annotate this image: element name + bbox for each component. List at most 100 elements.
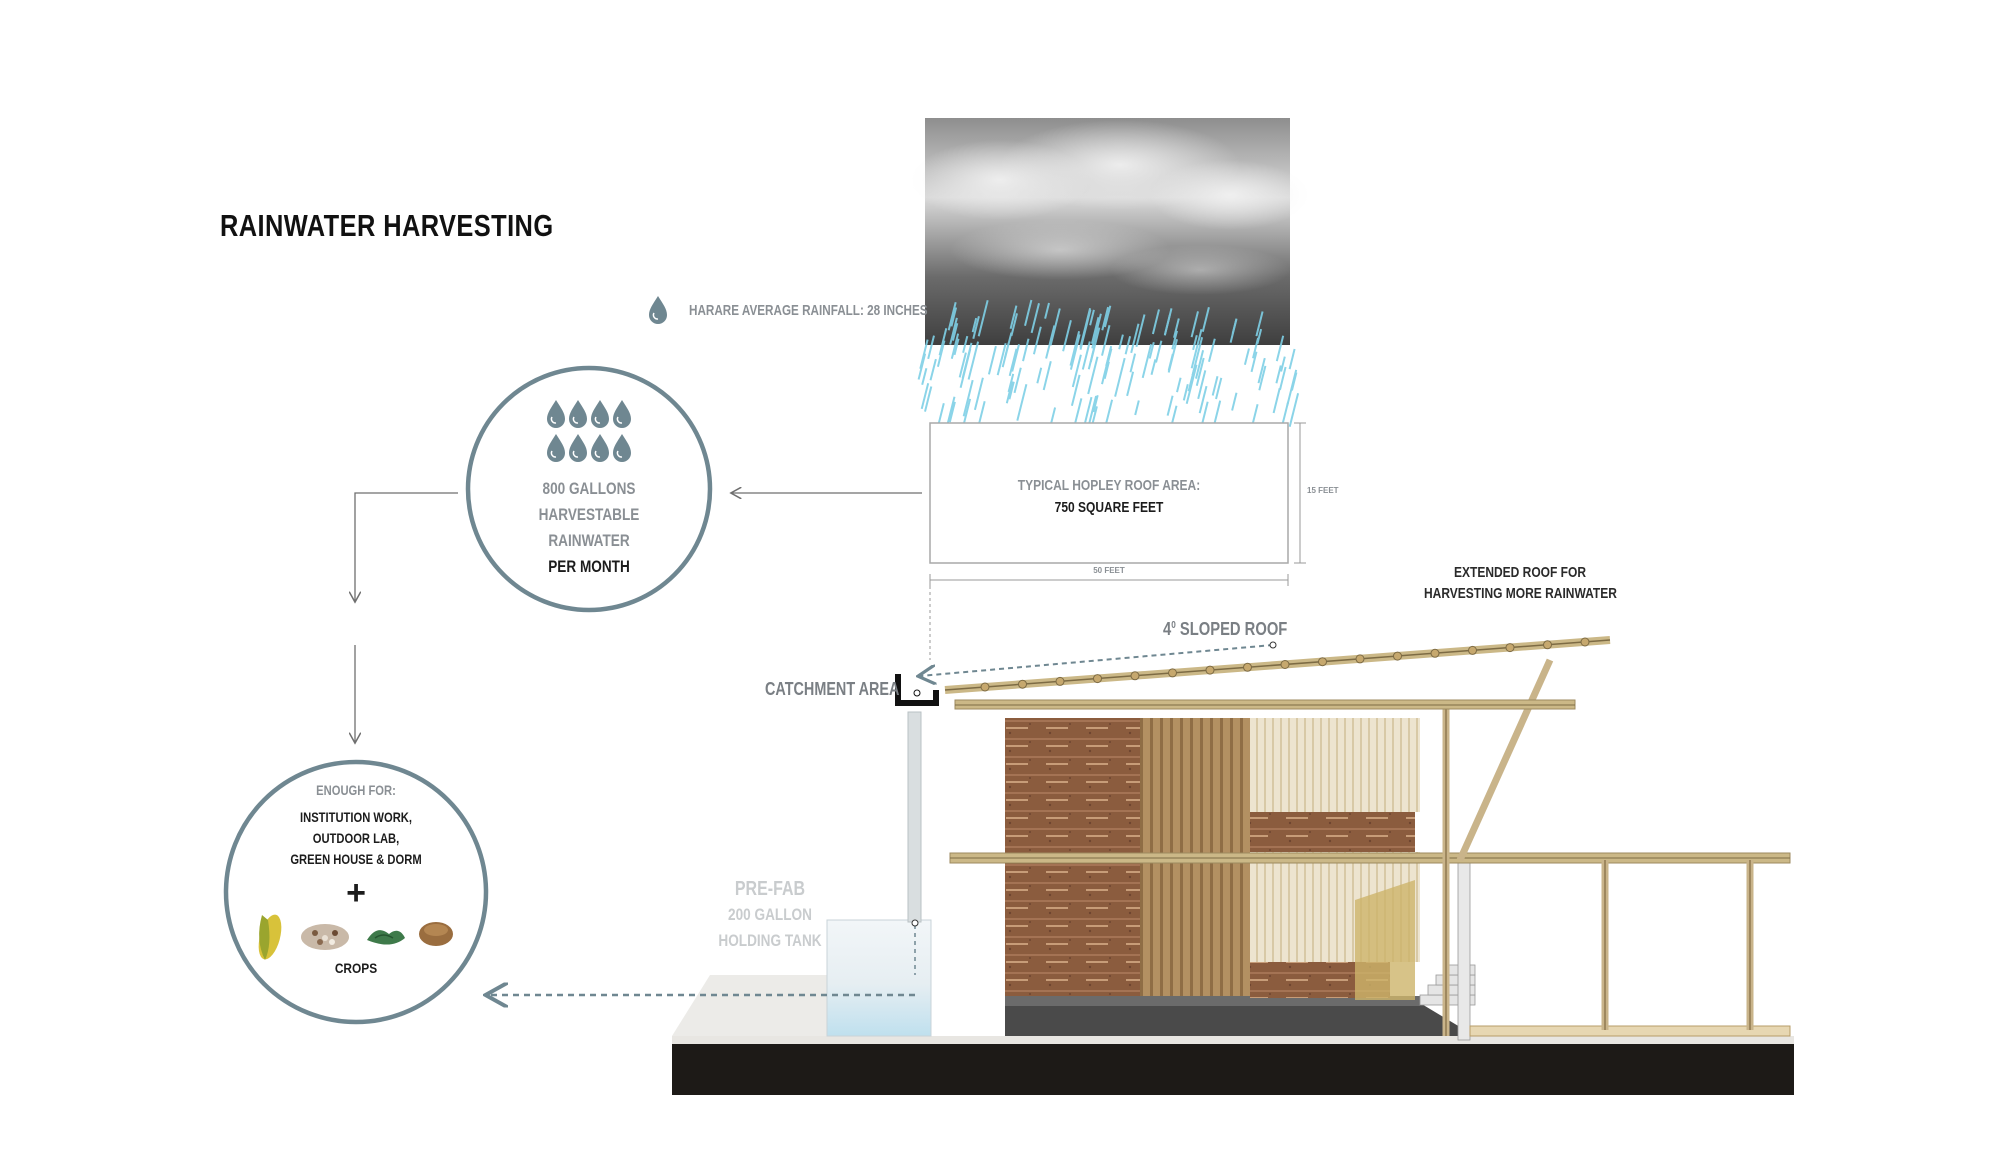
rain-streak — [958, 352, 967, 378]
rain-streak — [1163, 314, 1171, 336]
rain-streak — [1129, 353, 1137, 373]
rain-streak — [1275, 335, 1285, 362]
rain-streak — [1062, 319, 1072, 352]
harvest-line-1: 800 GALLONS — [542, 479, 636, 498]
rain-streak — [1118, 334, 1124, 350]
slope-degree: 4 — [1163, 619, 1172, 639]
rain-streak — [951, 322, 959, 341]
tank-line-3: HOLDING TANK — [718, 931, 822, 950]
rain-streak — [1009, 305, 1018, 330]
rain-streak — [1024, 299, 1033, 326]
rain-streak — [1022, 338, 1030, 362]
fabric-curtain-upper — [1250, 718, 1420, 812]
rain-streak — [1288, 393, 1300, 428]
extended-roof-line-2: HARVESTING MORE RAINWATER — [1424, 585, 1617, 602]
rain-streak — [1171, 330, 1178, 350]
rain-streak — [1114, 357, 1126, 397]
rain-streak — [1124, 336, 1132, 355]
rain-streak — [1089, 309, 1095, 326]
rain-streak — [1069, 331, 1081, 366]
rain-streak — [1195, 357, 1205, 386]
rain-streak — [1087, 356, 1099, 395]
holding-tank — [826, 919, 932, 1037]
gutter — [895, 674, 939, 706]
harvest-line-4: PER MONTH — [548, 557, 630, 576]
rain-streak — [1252, 337, 1260, 359]
ground — [672, 1043, 1794, 1095]
rain-streak — [1215, 377, 1223, 400]
rain-streak — [1087, 395, 1098, 426]
extended-roof-label: EXTENDED ROOF FOR HARVESTING MORE RAINWA… — [1400, 562, 1640, 604]
arrow-harvest-down — [355, 492, 458, 601]
rain-streak — [1275, 365, 1282, 384]
veranda-floor — [1469, 1025, 1791, 1037]
rain-streak — [1042, 360, 1052, 391]
rain-streak — [972, 315, 980, 339]
rain-streak — [950, 333, 960, 360]
raindrop-icon — [648, 295, 668, 325]
rain-streak — [947, 302, 957, 331]
roof-node — [1168, 668, 1177, 678]
roof-area-value: 750 SQUARE FEET — [1054, 499, 1164, 516]
rain-streak — [1255, 311, 1264, 337]
rain-streak — [1010, 313, 1018, 337]
rain-streak — [1103, 305, 1112, 328]
rain-streak — [961, 342, 973, 379]
rain-streak — [1008, 381, 1015, 400]
rain-streak — [1257, 357, 1266, 384]
rain-streak — [1013, 367, 1022, 394]
rain-streak — [921, 367, 928, 385]
uses-circle — [223, 759, 489, 1025]
rainfall-label: HARARE AVERAGE RAINFALL: 28 INCHES — [689, 302, 928, 319]
rain-streak — [1005, 381, 1014, 404]
rain-streak — [1190, 311, 1199, 338]
rain-streak — [1071, 354, 1082, 388]
harvest-line-3: RAINWATER — [548, 531, 630, 550]
rain-streak — [1150, 359, 1157, 376]
rain-streak — [1211, 375, 1219, 396]
rain-streak — [1167, 339, 1178, 373]
rain-streak — [1032, 326, 1042, 355]
rain-streak — [1008, 348, 1018, 377]
rain-streak — [1030, 302, 1040, 334]
rain-streak — [953, 338, 960, 356]
rain-streak — [962, 379, 974, 417]
slope-degree-sup: 0 — [1171, 620, 1176, 631]
rain-streak — [1176, 377, 1182, 393]
building-base — [1005, 1003, 1475, 1036]
rain-streak — [917, 353, 927, 380]
rain-streak — [1187, 370, 1195, 392]
roof-node — [1355, 654, 1365, 664]
height-dimension: 15 FEET — [1307, 486, 1339, 495]
rain-streak — [1079, 308, 1092, 348]
tank-label: PRE-FAB 200 GALLON HOLDING TANK — [700, 876, 840, 954]
rain-streak — [1280, 356, 1286, 372]
rain-streak — [1173, 318, 1180, 338]
rain-streak — [1243, 348, 1250, 366]
rain-streak — [950, 307, 958, 327]
rain-streak — [1195, 349, 1205, 379]
rain-streak — [1229, 319, 1238, 343]
rain-streak — [1198, 385, 1208, 414]
rain-streak — [973, 377, 984, 411]
rain-streak — [996, 343, 1007, 376]
rain-streak — [1201, 307, 1210, 332]
beans-icon — [301, 924, 349, 950]
rain-streak — [1197, 370, 1207, 400]
rain-streak — [936, 340, 946, 367]
rain-streak — [1190, 329, 1203, 369]
rain-streak — [1192, 334, 1198, 351]
crops-label: CROPS — [334, 960, 378, 976]
rain-streak — [1208, 338, 1216, 363]
rain-streak — [1134, 400, 1140, 416]
rain-streak — [1089, 327, 1101, 363]
rain-streak — [1126, 371, 1135, 397]
paving — [672, 975, 830, 1036]
rain-streak — [1166, 395, 1174, 416]
rain-streak — [1288, 348, 1296, 370]
roof-node — [1468, 645, 1477, 655]
harvest-line-2: HARVESTABLE — [538, 505, 640, 524]
dimension-lines — [929, 422, 1306, 660]
rain-streak — [1135, 314, 1146, 348]
